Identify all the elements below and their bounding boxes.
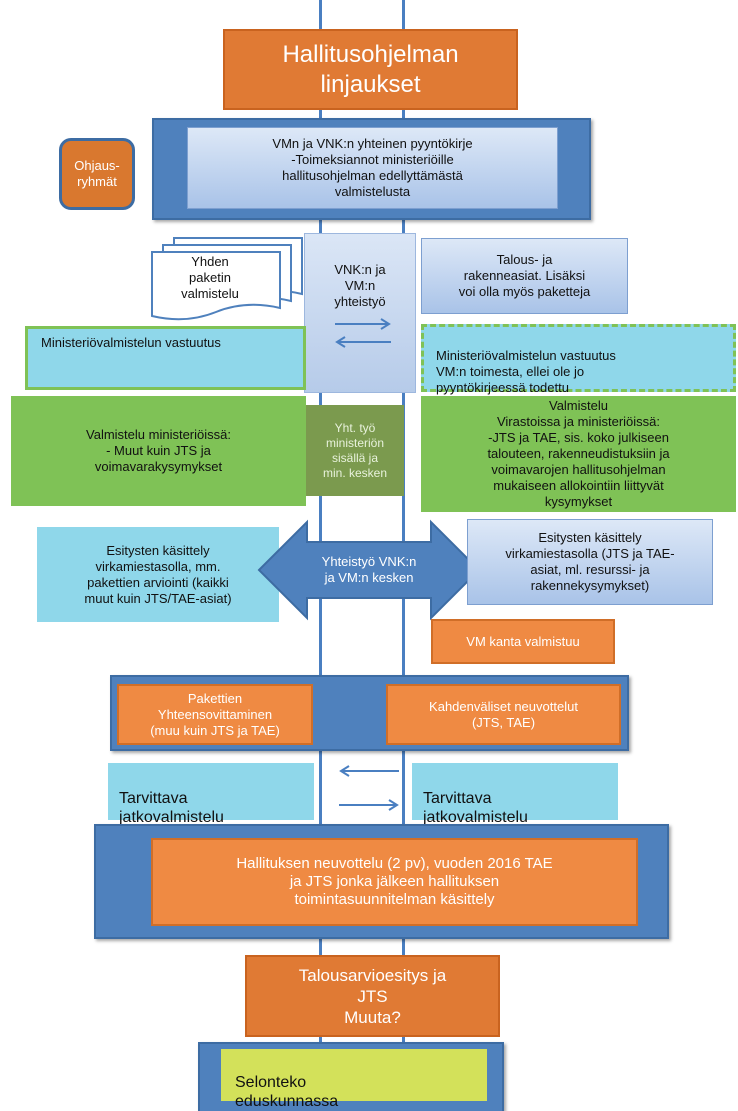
ministry-responsibility-text: Ministeriövalmistelun vastuutus [41,335,221,350]
package-coordination-text: Pakettien Yhteensovittaminen (muu kuin J… [150,690,280,738]
further-preparation-right-text: Tarvittava jatkovalmistelu [423,790,528,826]
right-arrow-icon [335,318,391,330]
budget-proposal-box: Talousarvioesitys ja JTS Muuta? [245,955,500,1037]
bilateral-negotiations-box: Kahdenväliset neuvottelut (JTS, TAE) [386,684,621,745]
official-handling-left-text: Esitysten käsittely virkamiestasolla, mm… [84,542,232,606]
request-letter-text: VMn ja VNK:n yhteinen pyyntökirje -Toime… [272,136,473,199]
return-arrow-icon [339,765,399,777]
parliament-report-text: Selonteko eduskunnassa [235,1074,339,1110]
cooperation-text: VNK:n ja VM:n yhteistyö [334,262,386,309]
government-program-box: Hallitusohjelman linjaukset [223,29,518,110]
parliament-report-box: Selonteko eduskunnassa [221,1049,487,1110]
joint-work-box: Yht. työ ministeriön sisällä ja min. kes… [306,405,404,496]
vm-responsibility-box: Ministeriövalmistelun vastuutus VM:n toi… [421,324,736,395]
agency-preparation-text: Valmistelu Virastoissa ja ministeriöissä… [487,398,670,509]
request-letter-box: VMn ja VNK:n yhteinen pyyntökirje -Toime… [187,127,558,209]
package-coordination-box: Pakettien Yhteensovittaminen (muu kuin J… [117,684,313,745]
joint-work-text: Yht. työ ministeriön sisällä ja min. kes… [322,420,388,480]
government-negotiation-text: Hallituksen neuvottelu (2 pv), vuoden 20… [236,855,553,908]
further-preparation-right-box: Tarvittava jatkovalmistelu [412,763,618,826]
steering-group-box: Ohjaus- ryhmät [59,138,135,210]
official-handling-right-box: Esitysten käsittely virkamiestasolla (JT… [467,519,713,605]
official-handling-right-text: Esitysten käsittely virkamiestasolla (JT… [505,530,675,593]
official-handling-left-box: Esitysten käsittely virkamiestasolla, mm… [37,527,279,622]
package-preparation-text: Yhden paketin valmistelu [181,254,239,301]
steering-group-label: Ohjaus- ryhmät [74,158,120,189]
economy-issues-box: Talous- ja rakenneasiat. Lisäksi voi oll… [421,238,628,314]
economy-issues-text: Talous- ja rakenneasiat. Lisäksi voi oll… [458,252,591,299]
further-preparation-left-text: Tarvittava jatkovalmistelu [119,790,224,826]
vm-responsibility-text: Ministeriövalmistelun vastuutus VM:n toi… [436,348,616,395]
document-stack-icon [151,237,303,321]
forward-arrow-icon [339,799,399,811]
government-negotiation-box: Hallituksen neuvottelu (2 pv), vuoden 20… [151,838,638,926]
further-preparation-left-box: Tarvittava jatkovalmistelu [108,763,314,826]
vm-position-text: VM kanta valmistuu [466,633,580,649]
ministry-preparation-box: Valmistelu ministeriöissä: - Muut kuin J… [11,396,306,506]
left-arrow-icon [335,336,391,348]
cooperation-box [304,233,416,393]
cooperation-arrow-text: Yhteistyö VNK:n ja VM:n kesken [321,554,417,585]
government-program-label: Hallitusohjelman linjaukset [282,40,459,98]
ministry-preparation-text: Valmistelu ministeriöissä: - Muut kuin J… [86,427,231,474]
vm-responsibility-inner: Ministeriövalmistelun vastuutus VM:n toi… [421,324,736,395]
vm-position-box: VM kanta valmistuu [431,619,615,664]
ministry-responsibility-box: Ministeriövalmistelun vastuutus [25,326,306,390]
bilateral-negotiations-text: Kahdenväliset neuvottelut (JTS, TAE) [429,698,578,730]
agency-preparation-box: Valmistelu Virastoissa ja ministeriöissä… [421,396,736,512]
budget-proposal-text: Talousarvioesitys ja JTS Muuta? [298,965,447,1027]
